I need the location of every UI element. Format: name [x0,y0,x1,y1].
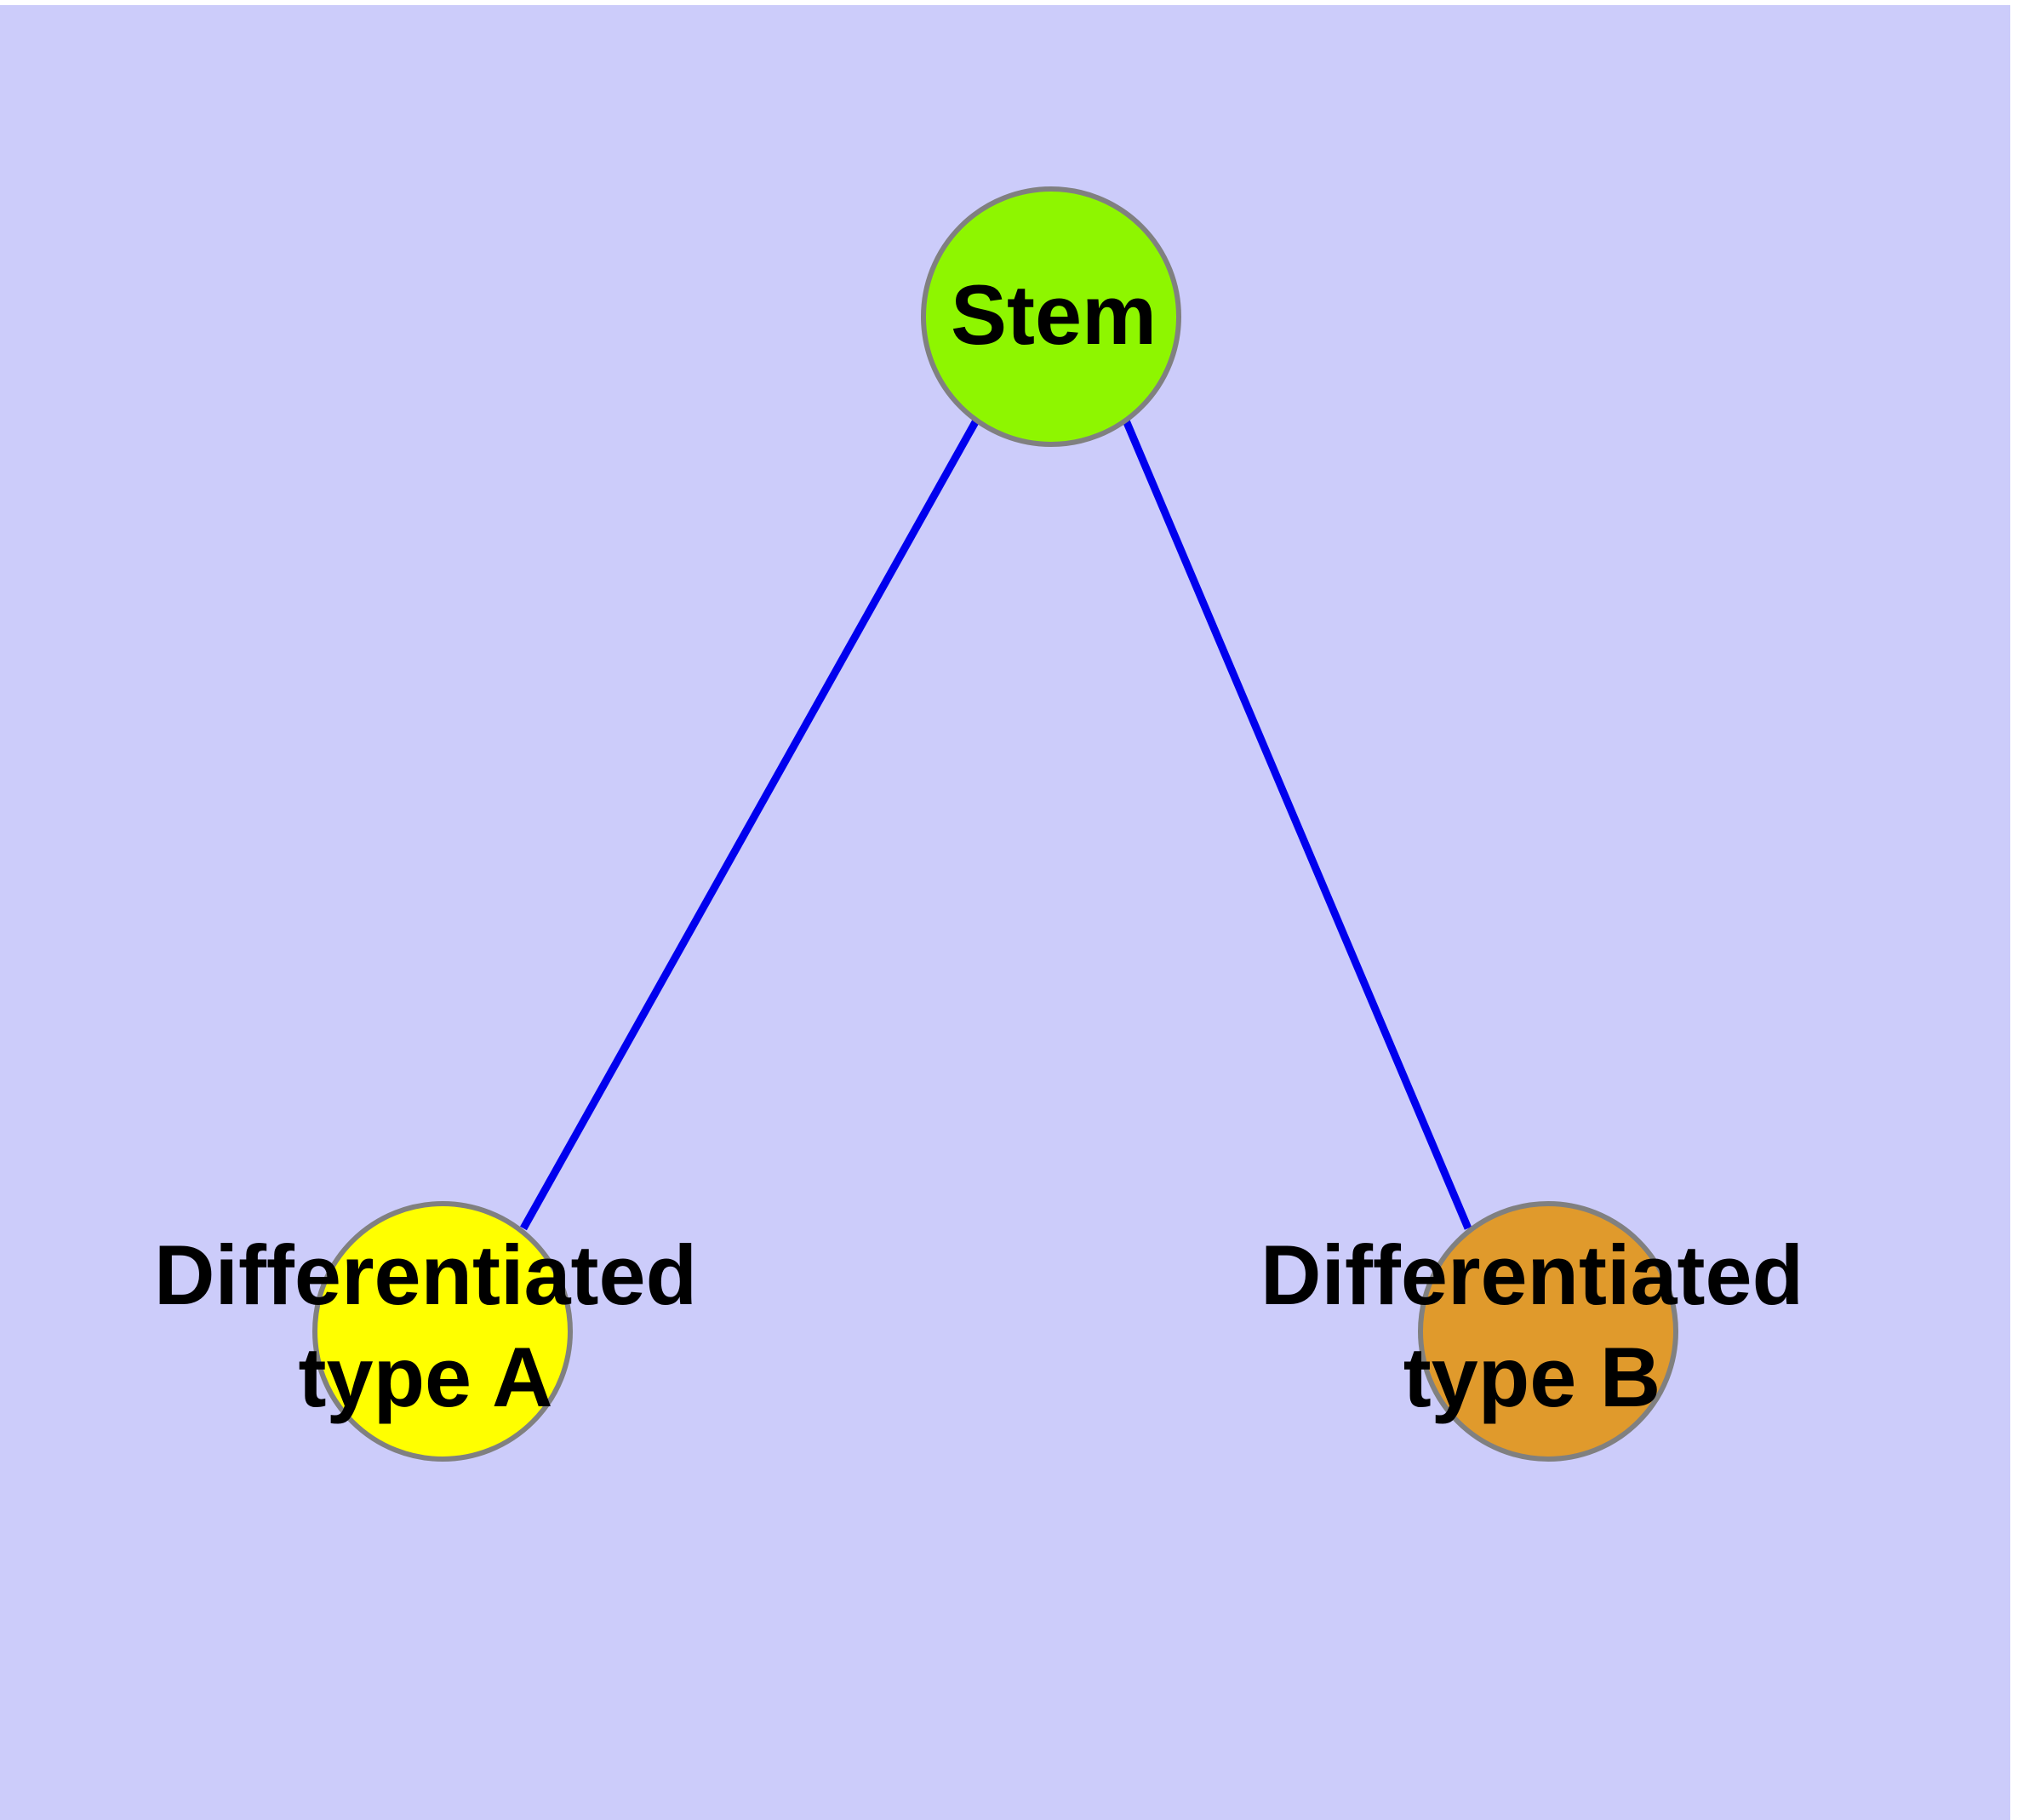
node-stem-label: Stem [951,267,1157,362]
node-stem[interactable] [921,186,1181,447]
label-layer: Stem Differentiated type A Differentiate… [154,267,1803,1424]
node-differentiated-type-a-label-line1: Differentiated [154,1228,697,1322]
node-differentiated-type-a[interactable] [312,1201,573,1462]
node-layer [312,186,1678,1462]
edge-stem-to-differentiated-type-b[interactable] [1122,419,1472,1230]
node-stem-circle[interactable] [921,186,1181,447]
edge-layer [520,418,1472,1231]
cell-lineage-graph: Stem Differentiated type A Differentiate… [154,186,1803,1462]
edge-stem-to-differentiated-type-a[interactable] [520,418,980,1231]
diagram-plot-area: Stem Differentiated type A Differentiate… [0,5,2010,1820]
node-differentiated-type-b-label-line2: type B [1403,1330,1661,1424]
node-differentiated-type-b-circle[interactable] [1418,1201,1678,1462]
node-differentiated-type-a-circle[interactable] [312,1201,573,1462]
node-differentiated-type-b[interactable] [1418,1201,1678,1462]
node-differentiated-type-b-label-line1: Differentiated [1260,1228,1803,1322]
node-differentiated-type-a-label-line2: type A [299,1330,553,1424]
